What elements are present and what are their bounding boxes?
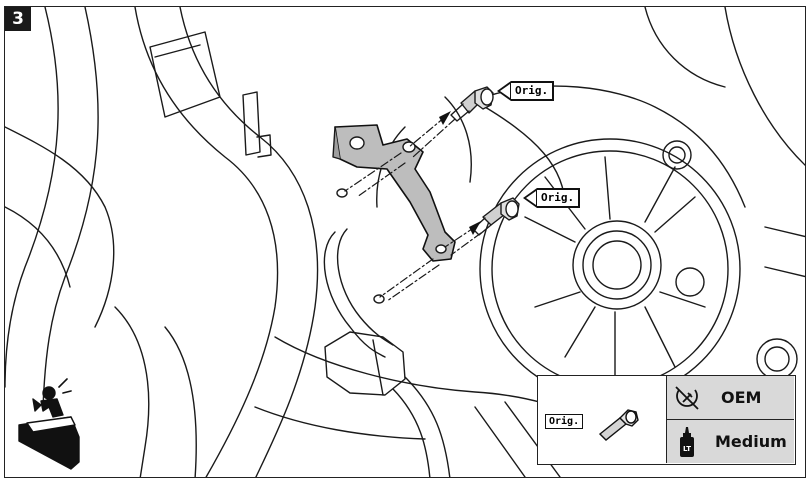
callout-label: Orig. — [537, 188, 581, 208]
lower-structure — [254, 126, 606, 477]
bottle-label: LT — [683, 445, 691, 453]
torque-spec-row: OEM — [667, 376, 794, 420]
illustration-frame: 3 Orig. Orig. Orig. OEM — [4, 6, 806, 478]
frame-bracket — [149, 31, 272, 158]
legend-bolt-panel: Orig. — [538, 376, 666, 463]
threadlocker-bottle-icon: LT — [680, 426, 694, 457]
callout-pointer-icon — [497, 81, 511, 101]
bolt-top — [450, 86, 494, 122]
mechanic-workshop-icon — [18, 378, 80, 470]
engine-line-drawing — [5, 7, 805, 477]
hole-top — [336, 188, 348, 198]
legend-spec-panel: OEM LT Medium — [666, 376, 794, 463]
frame-tubes — [5, 7, 319, 477]
hole-bottom — [373, 294, 385, 304]
sensor-bracket — [332, 124, 456, 262]
cable-with-connector — [323, 228, 451, 477]
callout-pointer-icon — [523, 188, 537, 208]
orig-callout-middle: Orig. — [523, 188, 581, 208]
fastener-legend: Orig. OEM LT — [537, 375, 796, 465]
bolt-icon — [598, 409, 639, 441]
bolt-middle — [472, 197, 520, 236]
orig-callout-top: Orig. — [497, 81, 555, 101]
legend-bolt-label: Orig. — [545, 414, 584, 429]
assembly-arrows — [439, 111, 481, 235]
engine-case — [444, 7, 805, 400]
torque-wrench-icon — [675, 385, 699, 410]
callout-label: Orig. — [511, 81, 555, 101]
threadlocker-row: LT Medium — [667, 420, 794, 463]
threadlocker-value: Medium — [715, 432, 787, 451]
torque-value: OEM — [721, 388, 762, 407]
step-number-badge: 3 — [5, 7, 31, 31]
assembly-lines — [344, 116, 482, 302]
